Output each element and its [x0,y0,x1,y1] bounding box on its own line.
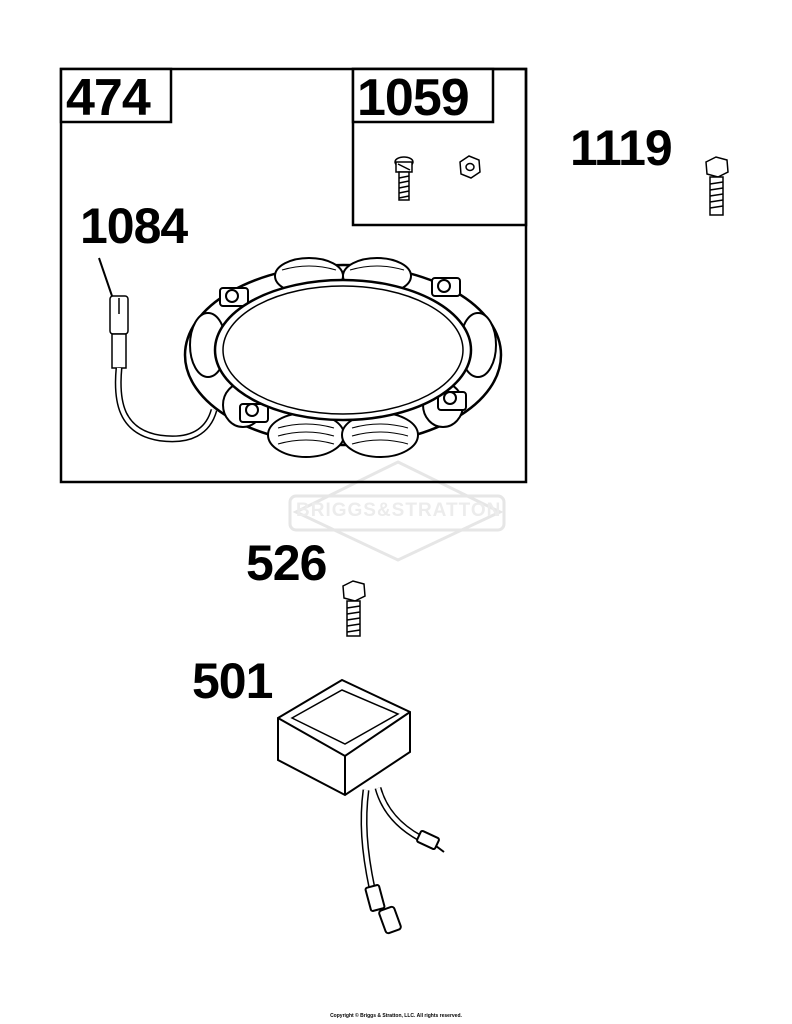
wire-connector-icon [109,295,218,443]
brand-watermark-logo [288,460,506,562]
kit-474-label-box [59,67,173,124]
kit-474-frame [59,67,528,484]
screw-icon [394,156,414,201]
brand-watermark-text: BRIGGS&STRATTON [296,500,502,521]
kit-474-label: 474 [66,69,151,127]
bolt-1119-icon [705,156,729,216]
part-526-label: 526 [246,535,327,591]
bolt-526-icon [342,580,366,637]
regulator-module-icon [277,678,445,935]
copyright-notice: Copyright © Briggs & Stratton, LLC. All … [330,1013,462,1019]
kit-1059-label-box [351,67,495,124]
leader-line-1084 [98,257,113,297]
part-1084-label: 1084 [80,198,188,254]
nut-icon [459,155,481,179]
alternator-stator-icon [183,257,503,458]
kit-1059-label: 1059 [357,69,470,127]
part-1119-label: 1119 [570,120,673,176]
part-501-label: 501 [192,653,273,709]
